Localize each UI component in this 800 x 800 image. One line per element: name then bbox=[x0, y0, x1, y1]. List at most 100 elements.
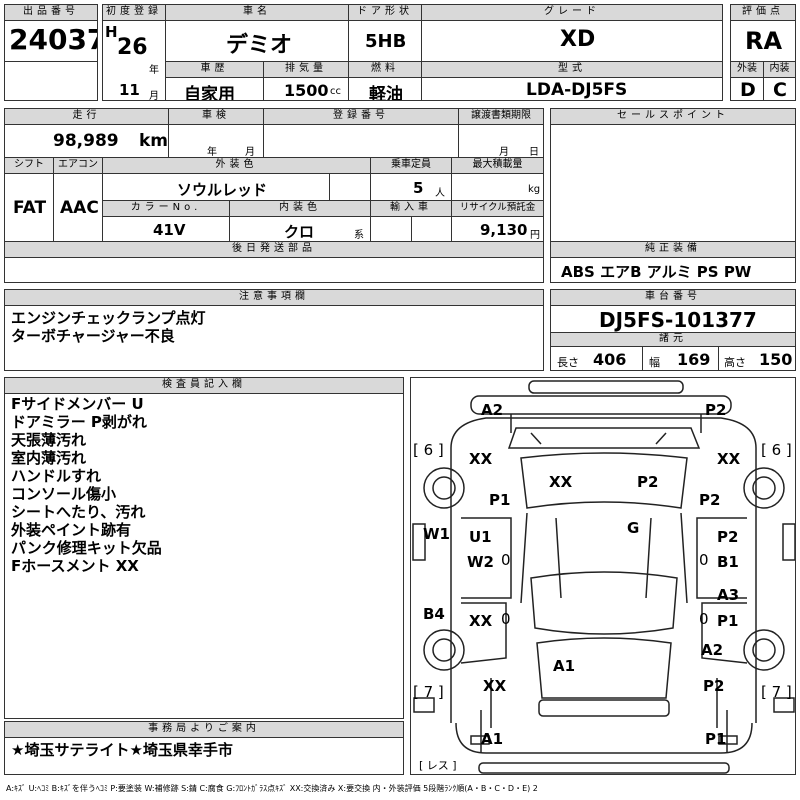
ext-color-cell: ソウルレッド bbox=[102, 173, 330, 201]
history-cell: 自家用 bbox=[165, 77, 264, 101]
tire-front-right: [ 6 ] bbox=[761, 441, 792, 459]
capacity: 5 bbox=[413, 179, 424, 197]
dmg-xx-rear-left-door: XX bbox=[469, 612, 493, 630]
dmg-a1-rear-bumper-left: A1 bbox=[481, 730, 504, 748]
tire-rear-left: [ 7 ] bbox=[413, 683, 444, 701]
door-cell: 5HB bbox=[348, 20, 422, 62]
reg-year: 26 bbox=[117, 35, 148, 60]
notes-label: 注意事項欄 bbox=[4, 289, 544, 306]
aircon-cell: AAC bbox=[53, 173, 103, 242]
dmg-p2-rear-right: P2 bbox=[703, 677, 725, 695]
color-no-cell: 41V bbox=[102, 216, 230, 242]
mark-zero-3: 0 bbox=[501, 610, 511, 628]
spare-tire: [ レス ] bbox=[419, 759, 457, 772]
year-unit: 年 bbox=[149, 65, 159, 76]
inspection-year-unit: 年 bbox=[207, 147, 217, 158]
dmg-p2-front-right: P2 bbox=[705, 401, 727, 419]
mark-zero-1: 0 bbox=[501, 551, 511, 569]
sales-points-label: セールスポイント bbox=[550, 108, 796, 125]
lot-label: 出品番号 bbox=[4, 4, 98, 21]
dmg-a2-rear-right: A2 bbox=[701, 641, 724, 659]
mark-zero-2: 0 bbox=[699, 551, 709, 569]
transfer-label: 譲渡書類期限 bbox=[458, 108, 544, 125]
dims-width-cell: 幅 169 bbox=[642, 346, 719, 371]
inspector-line: コンソール傷小 bbox=[11, 485, 117, 503]
score-label: 評価点 bbox=[730, 4, 796, 21]
score-cell: RA bbox=[730, 20, 796, 62]
inspection-cell: 年 月 bbox=[168, 124, 264, 158]
inspection-label: 車検 bbox=[168, 108, 264, 125]
dmg-p2-right: P2 bbox=[699, 491, 721, 509]
genuine-cell: ABS エアB アルミ PS PW bbox=[550, 257, 796, 283]
import-cell-a bbox=[370, 216, 412, 242]
recycle-unit: 円 bbox=[530, 230, 540, 241]
dmg-p1-left: P1 bbox=[489, 491, 511, 509]
grade: XD bbox=[560, 27, 596, 52]
later-parts-cell bbox=[4, 257, 544, 283]
dims-height-cell: 高さ 150 bbox=[718, 346, 796, 371]
grade-label: グレード bbox=[421, 4, 723, 21]
exterior-grade: D bbox=[740, 79, 756, 101]
grade-cell: XD bbox=[421, 20, 723, 62]
later-parts-label: 後日発送部品 bbox=[4, 241, 544, 258]
length-label: 長さ bbox=[557, 356, 579, 369]
history: 自家用 bbox=[184, 85, 235, 101]
reg-number-label: 登録番号 bbox=[263, 108, 459, 125]
sales-points-cell bbox=[550, 124, 796, 242]
height: 150 bbox=[759, 350, 793, 369]
inspector-line: ドアミラー P剥がれ bbox=[11, 413, 147, 431]
notes-line: ターボチャージャー不良 bbox=[11, 327, 175, 345]
reg-month: 11 bbox=[119, 81, 140, 99]
capacity-cell: 5 人 bbox=[370, 173, 452, 201]
shift-label: シフト bbox=[4, 157, 54, 174]
tire-front-left: [ 6 ] bbox=[413, 441, 444, 459]
import-cell-b bbox=[411, 216, 452, 242]
model: LDA-DJ5FS bbox=[526, 80, 628, 100]
mileage-cell: 98,989 km bbox=[4, 124, 169, 158]
height-label: 高さ bbox=[724, 356, 746, 369]
interior-label: 内装 bbox=[763, 61, 796, 78]
displacement-unit: cc bbox=[330, 86, 341, 97]
first-reg-label: 初度登録 bbox=[102, 4, 166, 21]
exterior-label: 外装 bbox=[730, 61, 764, 78]
era: H bbox=[105, 23, 118, 41]
length: 406 bbox=[593, 350, 627, 369]
model-cell: LDA-DJ5FS bbox=[421, 77, 723, 101]
inspector-label: 検査員記入欄 bbox=[4, 377, 404, 394]
office-label: 事務局よりご案内 bbox=[4, 721, 404, 738]
ext-color-extra-cell bbox=[329, 173, 371, 201]
transfer-cell: 月 日 bbox=[458, 124, 544, 158]
first-reg-cell: H 26 年 11 月 bbox=[102, 20, 166, 101]
inspector-line: シートへたり、汚れ bbox=[11, 503, 146, 521]
lot-number-cell: 24037 bbox=[4, 20, 98, 62]
transfer-month-unit: 月 bbox=[499, 147, 509, 158]
capacity-label: 乗車定員 bbox=[370, 157, 452, 174]
interior-grade-cell: C bbox=[763, 77, 796, 101]
dmg-b1-right-door: B1 bbox=[717, 553, 739, 571]
int-color: クロ bbox=[284, 223, 315, 241]
door-type: 5HB bbox=[365, 31, 407, 52]
dmg-p1-rear-right-door: P1 bbox=[717, 612, 739, 630]
notes-line: エンジンチェックランプ点灯 bbox=[11, 309, 206, 327]
chassis-label: 車台番号 bbox=[550, 289, 796, 306]
month-unit: 月 bbox=[149, 91, 159, 101]
dmg-b4-left: B4 bbox=[423, 605, 445, 623]
score: RA bbox=[745, 27, 783, 55]
door-label: ドア形状 bbox=[348, 4, 422, 21]
car-diagram bbox=[412, 380, 795, 774]
reg-number-cell bbox=[263, 124, 459, 158]
genuine-equipment: ABS エアB アルミ PS PW bbox=[561, 263, 752, 281]
color-no: 41V bbox=[153, 221, 186, 239]
dims-length-cell: 長さ 406 bbox=[550, 346, 643, 371]
recycle-label: リサイクル預託金 bbox=[451, 200, 544, 217]
lot-blank-cell bbox=[4, 61, 98, 101]
inspector-line: パンク修理キット欠品 bbox=[11, 539, 162, 557]
dmg-p2-right-door: P2 bbox=[717, 528, 739, 546]
car-name-label: 車名 bbox=[165, 4, 349, 21]
int-color-label: 内装色 bbox=[229, 200, 371, 217]
capacity-unit: 人 bbox=[435, 188, 445, 199]
dmg-xx-hood: XX bbox=[549, 473, 573, 491]
tire-rear-right: [ 7 ] bbox=[761, 683, 792, 701]
import-label: 輸入車 bbox=[370, 200, 452, 217]
inspector-line: ハンドルすれ bbox=[11, 467, 102, 485]
